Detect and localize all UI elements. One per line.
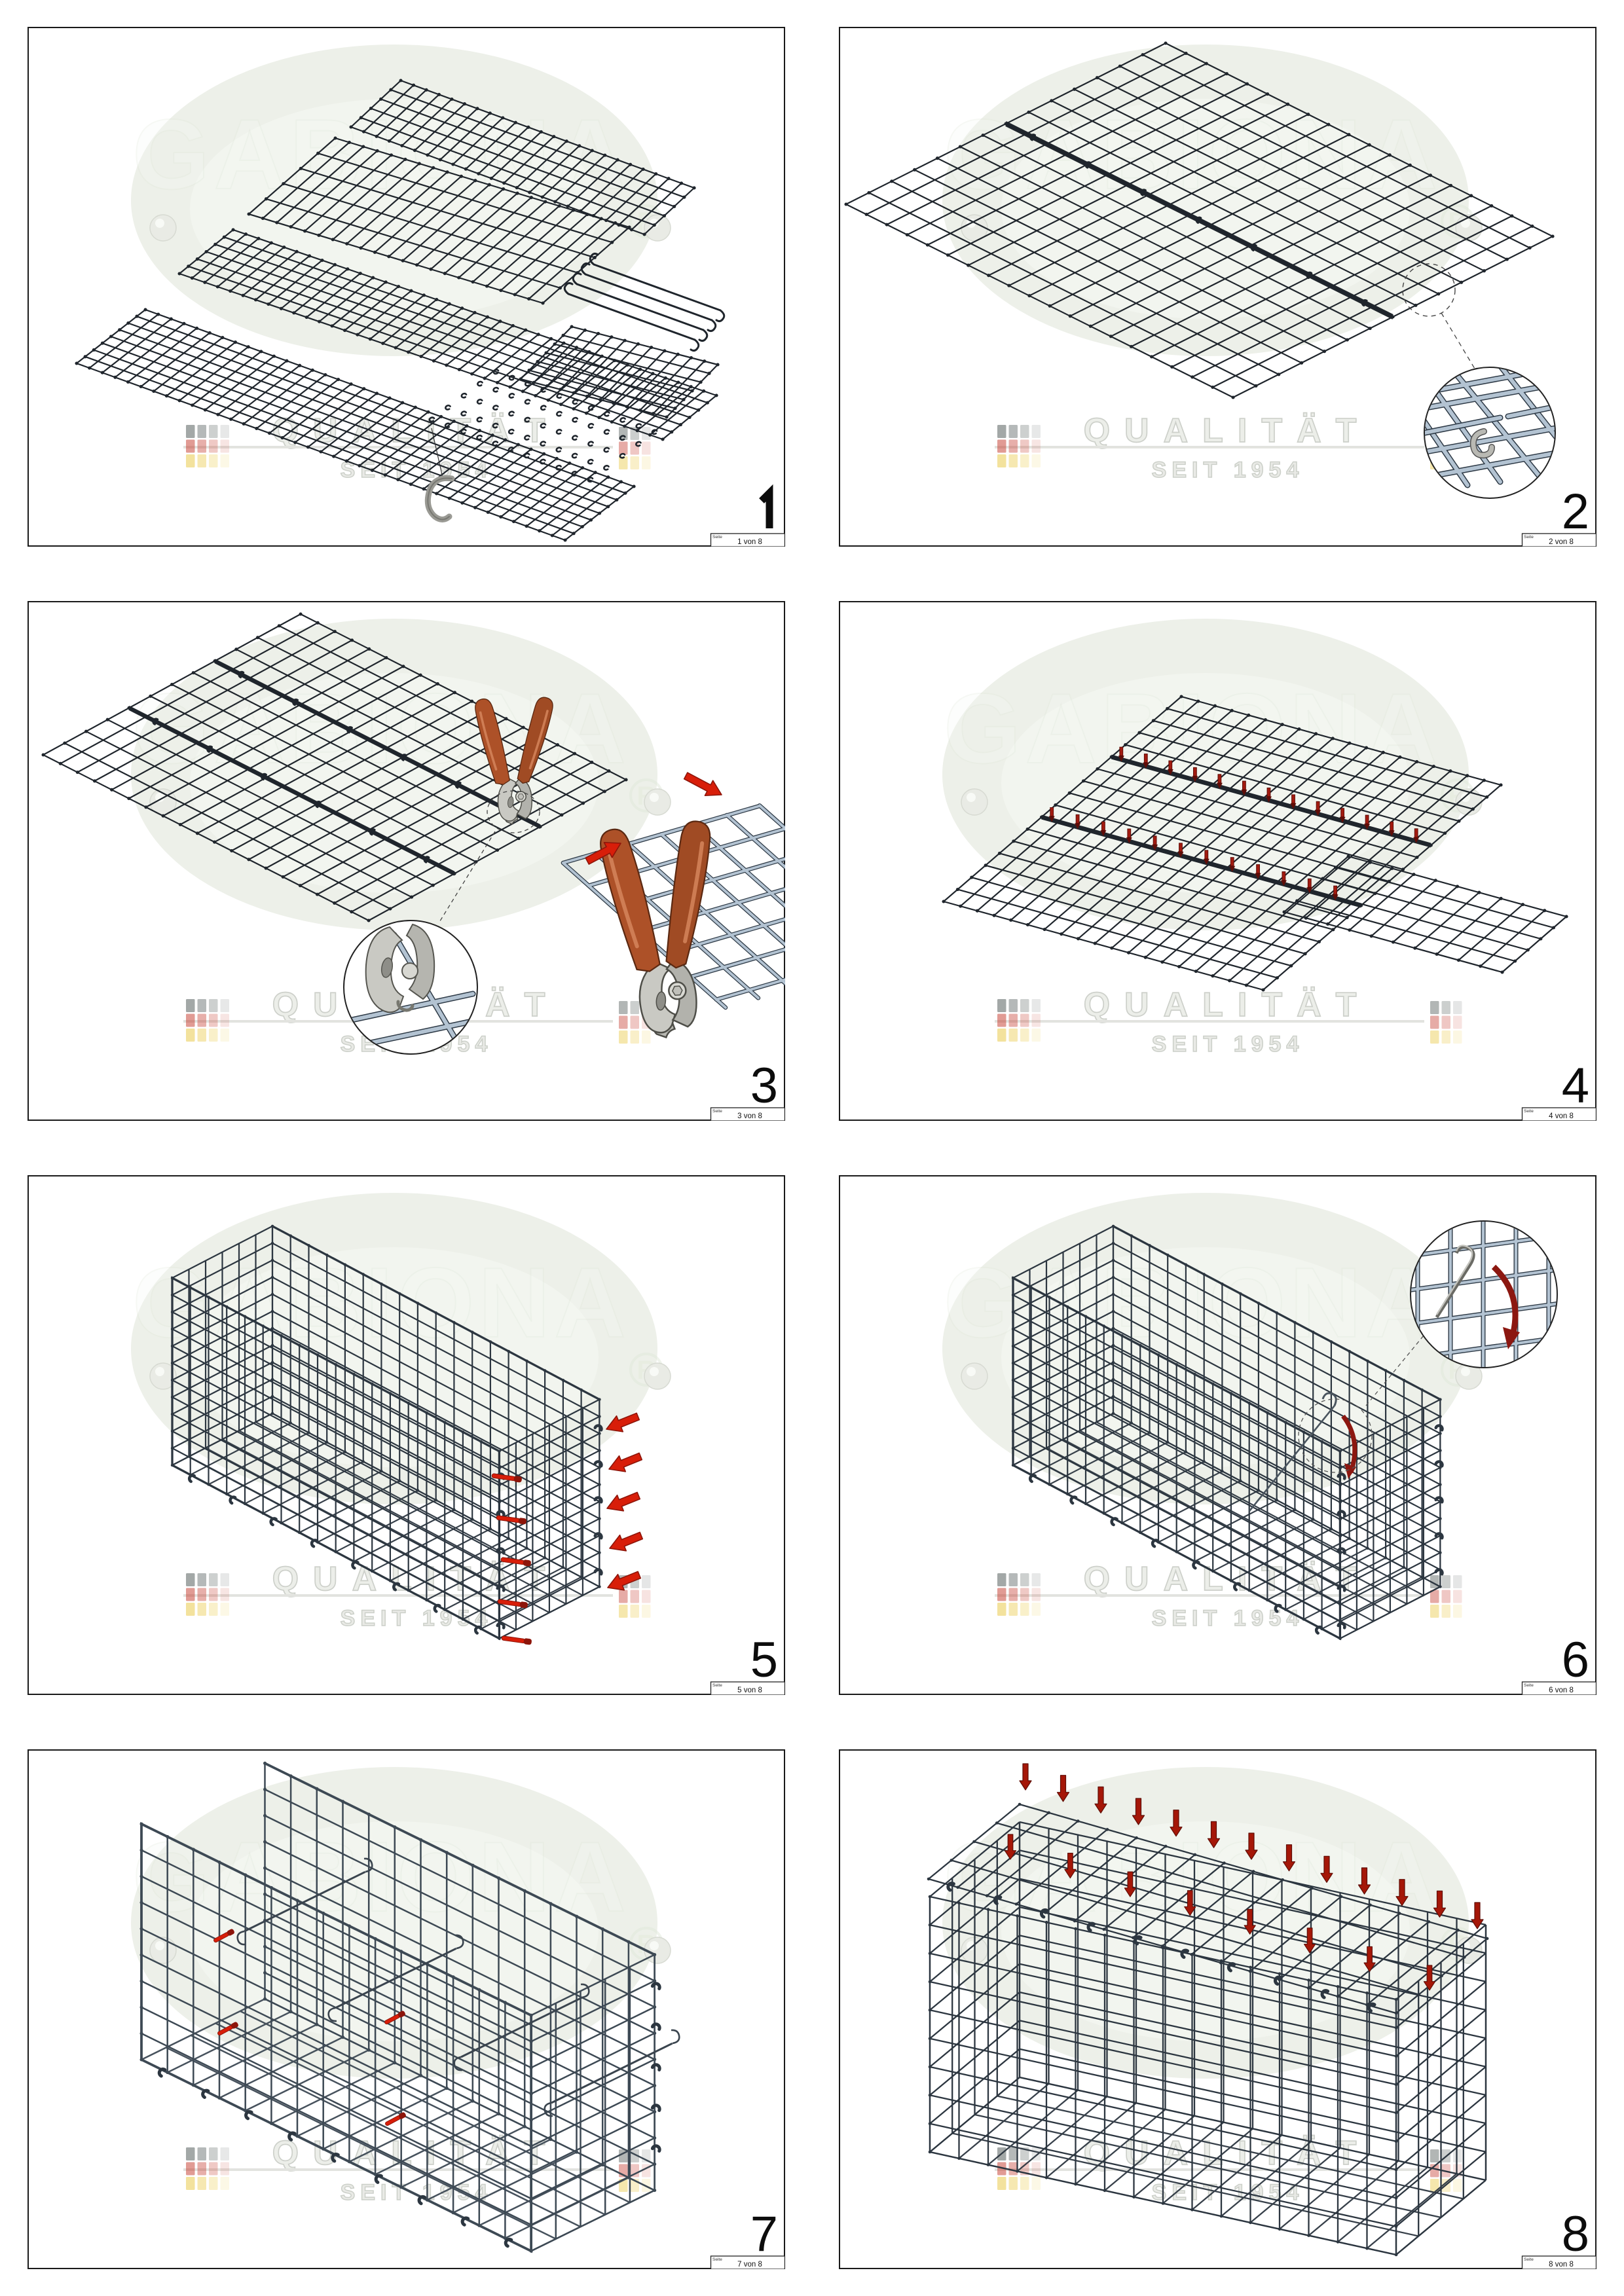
svg-text:6: 6: [1562, 1632, 1589, 1688]
svg-text:6 von 8: 6 von 8: [1549, 1686, 1574, 1694]
svg-text:1 von 8: 1 von 8: [737, 538, 762, 546]
svg-text:5 von 8: 5 von 8: [737, 1686, 762, 1694]
svg-text:QUALITÄT: QUALITÄT: [1084, 1560, 1371, 1598]
svg-text:SEIT 1954: SEIT 1954: [1152, 1032, 1304, 1057]
svg-text:SEIT 1954: SEIT 1954: [1152, 1606, 1304, 1631]
svg-text:SEIT 1954: SEIT 1954: [341, 458, 493, 483]
svg-text:8: 8: [1562, 2206, 1589, 2262]
svg-text:7 von 8: 7 von 8: [737, 2261, 762, 2269]
svg-text:3: 3: [750, 1058, 778, 1114]
svg-text:GABIONA: GABIONA: [132, 1821, 630, 1933]
svg-text:SEIT 1954: SEIT 1954: [341, 1606, 493, 1631]
svg-text:4: 4: [1562, 1058, 1589, 1114]
svg-text:SEIT 1954: SEIT 1954: [341, 2180, 493, 2205]
svg-text:QUALITÄT: QUALITÄT: [272, 2134, 560, 2172]
svg-text:Seite: Seite: [1524, 1109, 1534, 1114]
svg-text:4 von 8: 4 von 8: [1549, 1112, 1574, 1120]
svg-text:2: 2: [1562, 484, 1589, 539]
svg-text:Seite: Seite: [1524, 535, 1534, 539]
svg-text:Seite: Seite: [1524, 2257, 1534, 2262]
svg-text:GABIONA: GABIONA: [132, 1247, 630, 1358]
svg-text:2 von 8: 2 von 8: [1549, 538, 1574, 546]
svg-text:Seite: Seite: [1524, 1683, 1534, 1688]
svg-text:5: 5: [750, 1632, 778, 1688]
svg-text:SEIT 1954: SEIT 1954: [1152, 458, 1304, 483]
svg-text:3 von 8: 3 von 8: [737, 1112, 762, 1120]
svg-text:8 von 8: 8 von 8: [1549, 2261, 1574, 2269]
svg-text:Seite: Seite: [712, 535, 722, 539]
svg-text:7: 7: [750, 2206, 778, 2262]
svg-text:Seite: Seite: [712, 1109, 722, 1114]
svg-text:QUALITÄT: QUALITÄT: [1084, 986, 1371, 1024]
svg-text:Seite: Seite: [712, 2257, 722, 2262]
svg-text:Seite: Seite: [712, 1683, 722, 1688]
svg-text:QUALITÄT: QUALITÄT: [1084, 412, 1371, 450]
